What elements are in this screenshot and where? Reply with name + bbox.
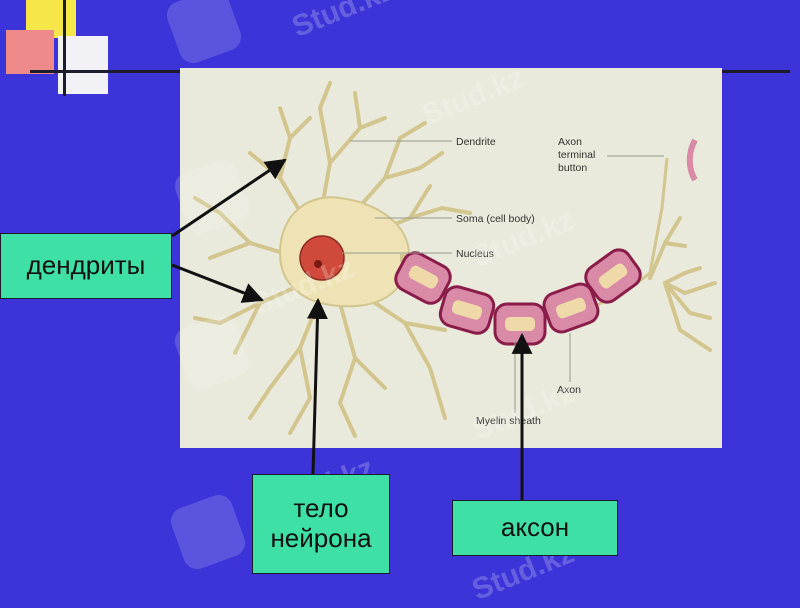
- nucleus: [299, 235, 345, 281]
- watermark-logo-icon: [166, 490, 250, 574]
- label-axon-terminal-3: button: [558, 162, 587, 174]
- label-axon: Axon: [557, 384, 581, 396]
- label-dendrite: Dendrite: [456, 136, 496, 148]
- watermark-logo-icon: [162, 0, 246, 68]
- leader-lines: [342, 140, 664, 413]
- watermark-text: Stud.kz: [287, 0, 399, 44]
- callout-axon-text: аксон: [500, 512, 570, 543]
- callout-dendrites: дендриты: [0, 233, 172, 299]
- label-myelin: Myelin sheath: [476, 415, 541, 427]
- nucleolus: [314, 260, 322, 268]
- callout-axon: аксон: [452, 500, 618, 556]
- myelin-core: [408, 263, 628, 331]
- callout-dendrites-text: дендриты: [26, 250, 146, 281]
- callout-body-line2: нейрона: [270, 523, 372, 553]
- neuron-diagram: Dendrite Soma (cell body) Nucleus Axon t…: [193, 81, 717, 438]
- neuron-diagram-panel: Dendrite Soma (cell body) Nucleus Axon t…: [180, 68, 722, 448]
- label-nucleus: Nucleus: [456, 248, 494, 260]
- callout-neuron-body: тело нейрона: [252, 474, 390, 574]
- decor-square-pink: [6, 30, 54, 74]
- terminal-synapse: [686, 138, 698, 182]
- dendrite-branches: [193, 81, 717, 438]
- callout-body-line1: тело: [293, 493, 349, 524]
- decor-line-vertical: [63, 0, 66, 96]
- label-axon-terminal-1: Axon: [558, 136, 582, 148]
- decor-square-white: [58, 36, 108, 94]
- label-axon-terminal-2: terminal: [558, 149, 595, 161]
- label-soma: Soma (cell body): [456, 213, 535, 225]
